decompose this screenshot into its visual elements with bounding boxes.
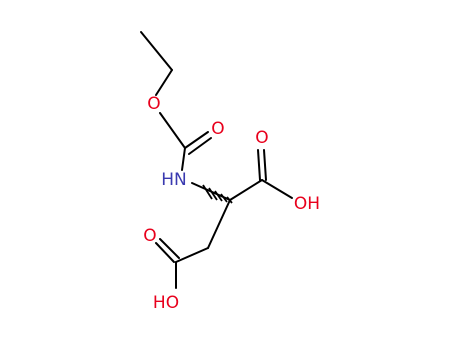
bond-ch2-acid2-c	[175, 247, 209, 263]
bond-carbonyl-double-1	[184, 131, 209, 149]
bond-group	[140, 31, 293, 289]
atom-acid2-carbonyl-oxygen: O	[143, 226, 156, 246]
atom-acid2-hydroxyl: HO	[153, 293, 179, 313]
bond-carbonyl-double-2	[188, 137, 212, 155]
bond-acid1-double-1	[257, 149, 261, 181]
bond-acid1-double-2	[263, 149, 267, 181]
atom-nh: HN	[161, 170, 187, 190]
bond-carbonyl-c-n	[181, 147, 186, 171]
atom-carbonyl-oxygen: O	[211, 119, 224, 139]
bond-acid2-double-1	[155, 242, 175, 263]
bond-ethyl-ch3-ch2	[140, 31, 173, 71]
atom-acid1-carbonyl-oxygen: O	[255, 128, 268, 148]
bond-ethyl-ch2-o	[155, 69, 173, 96]
bond-acid1-c-oh	[261, 179, 293, 199]
bond-alpha-c-ch2	[207, 199, 231, 249]
bond-alpha-c-acid1-c	[229, 179, 263, 201]
atom-ester-oxygen: O	[147, 94, 160, 114]
atom-labels: O O HN O OH O HO	[143, 94, 320, 313]
stereo-hash-wedge	[202, 184, 233, 204]
bond-o-carbonyl-c	[159, 112, 186, 149]
atom-acid1-hydroxyl: OH	[294, 194, 320, 214]
bond-acid2-double-2	[159, 238, 180, 259]
